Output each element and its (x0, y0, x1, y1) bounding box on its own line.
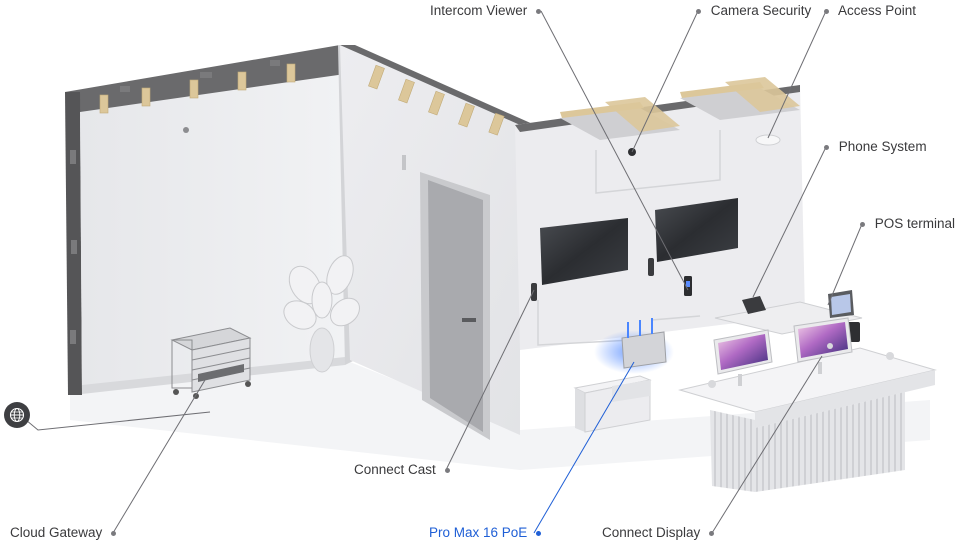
label-pos-terminal: POS terminal (860, 216, 955, 232)
label-text: POS terminal (874, 216, 956, 231)
cabinet (573, 375, 652, 433)
label-text: Pro Max 16 PoE (429, 525, 528, 540)
label-camera-security: Camera Security (696, 3, 811, 19)
ceiling-beams (560, 77, 800, 156)
anchor-dot (536, 530, 542, 536)
label-phone-system: Phone System (824, 139, 927, 155)
plant-icon (283, 255, 360, 373)
anchor-dot (709, 530, 715, 536)
label-access-point: Access Point (824, 3, 916, 19)
middle-wall (340, 45, 535, 440)
anchor-dot (860, 221, 865, 227)
label-text: Phone System (838, 139, 927, 154)
anchor-dot (824, 8, 829, 14)
leader-lines (25, 10, 863, 534)
label-connect-display: Connect Display (602, 525, 715, 541)
label-cloud-gateway: Cloud Gateway (10, 525, 117, 541)
anchor-dot (696, 8, 701, 14)
label-connect-cast: Connect Cast (354, 462, 450, 478)
label-text: Connect Display (602, 525, 701, 540)
server-cart-icon (170, 327, 252, 399)
pro-max-switch-icon (594, 318, 674, 374)
anchor-dot (824, 144, 829, 150)
label-pro-max-16-poe: Pro Max 16 PoE (429, 525, 542, 541)
label-intercom-viewer: Intercom Viewer (430, 3, 542, 19)
anchor-dot (536, 8, 542, 14)
label-text: Connect Cast (354, 462, 436, 477)
tv-right-icon (655, 198, 738, 262)
anchor-dot (444, 467, 450, 473)
globe-icon[interactable] (4, 402, 30, 428)
label-text: Access Point (838, 3, 917, 18)
label-text: Camera Security (710, 3, 812, 18)
label-text: Cloud Gateway (10, 525, 103, 540)
globe-glyph (9, 407, 25, 423)
tv-left-icon (540, 218, 628, 285)
label-text: Intercom Viewer (430, 3, 528, 18)
anchor-dot (111, 530, 117, 536)
